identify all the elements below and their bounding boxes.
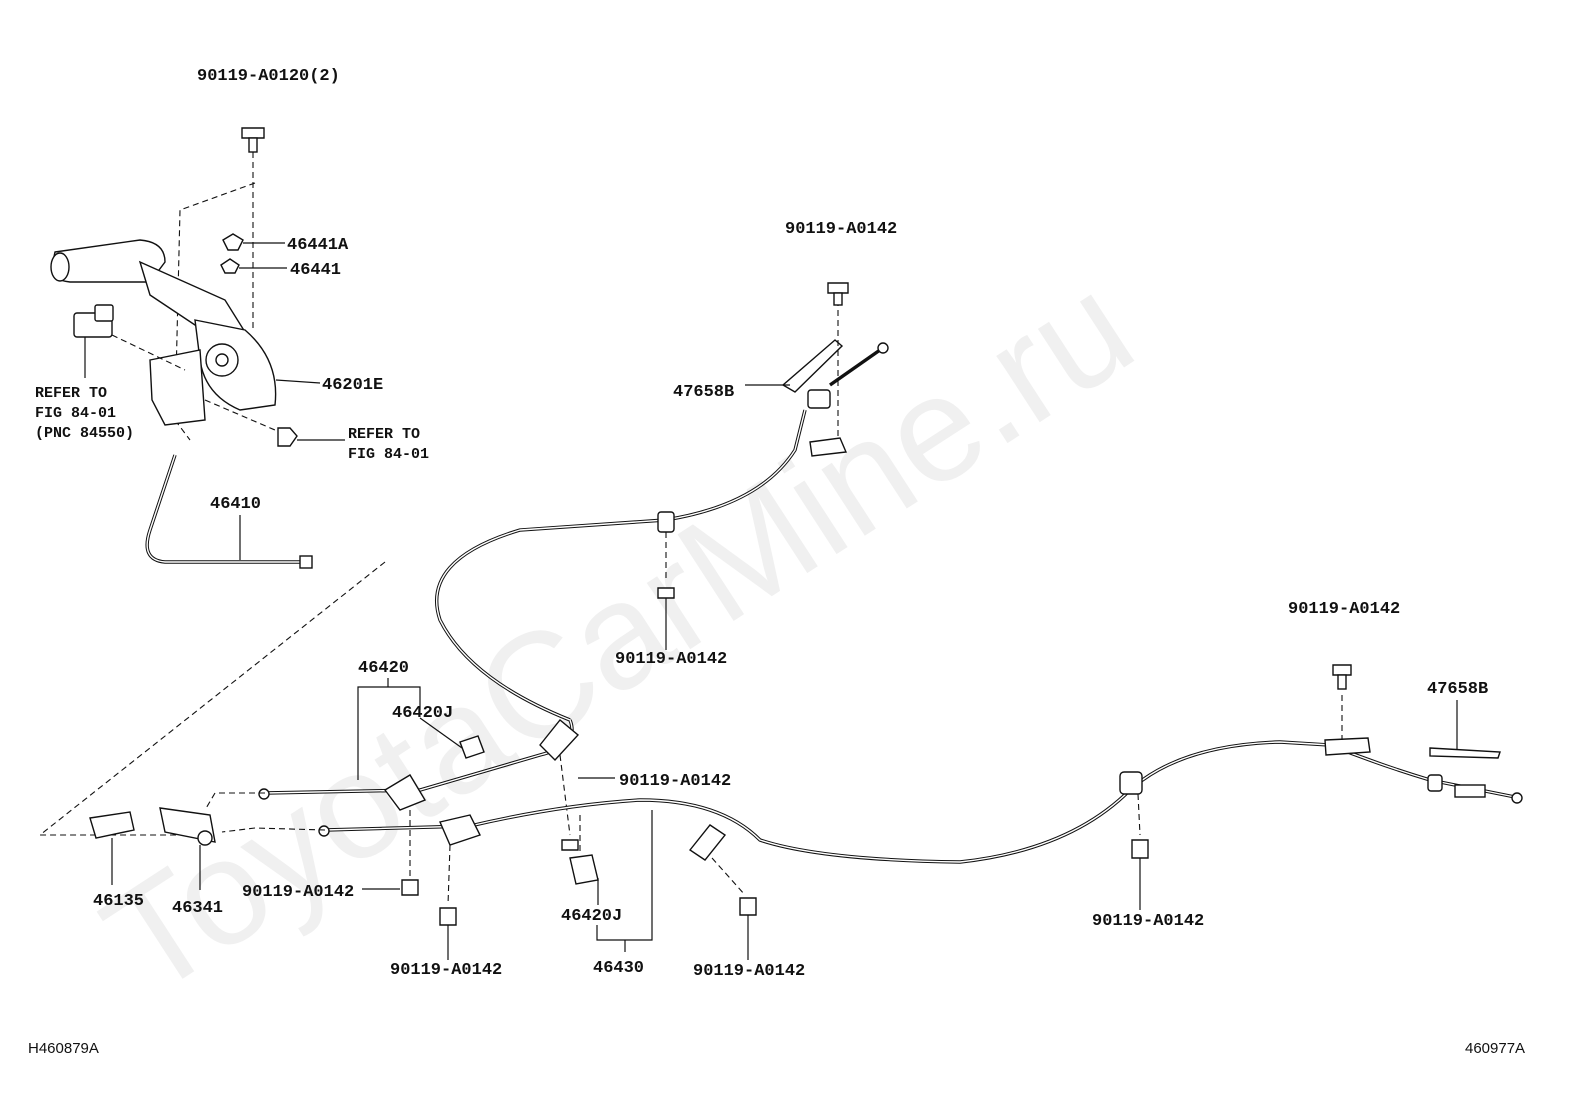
label-bolt-90119-a0120: 90119-A0120(2) [197, 67, 340, 86]
cable-46420-path [258, 282, 889, 896]
label-refer-left-line1: REFER TO [35, 385, 107, 402]
label-46135: 46135 [93, 892, 144, 911]
label-46420J-bottom: 46420J [561, 907, 622, 926]
label-47658B-right: 47658B [1427, 680, 1488, 699]
label-refer-right-line1: REFER TO [348, 426, 420, 443]
equalizer-parts [89, 792, 326, 890]
footer-right-code: 460977A [1465, 1040, 1525, 1057]
label-46420J-top: 46420J [392, 704, 453, 723]
label-refer-left-line2: FIG 84-01 [35, 405, 116, 422]
cable-46430-path [318, 664, 1523, 960]
label-bolt-90119-a0142-bottom-center: 90119-A0142 [693, 962, 805, 981]
label-46441A: 46441A [287, 236, 349, 255]
label-46420: 46420 [358, 659, 409, 678]
label-bolt-90119-a0142-bracket: 90119-A0142 [619, 772, 731, 791]
label-46430: 46430 [593, 959, 644, 978]
label-46441: 46441 [290, 261, 341, 280]
label-refer-right-line2: FIG 84-01 [348, 446, 429, 463]
label-46341: 46341 [172, 899, 223, 918]
label-46410: 46410 [210, 495, 261, 514]
label-46201E: 46201E [322, 376, 383, 395]
label-bolt-90119-a0142-right-bottom: 90119-A0142 [1092, 912, 1204, 931]
label-bolt-90119-a0142-bottom-center-left: 90119-A0142 [390, 961, 502, 980]
label-47658B-top: 47658B [673, 383, 734, 402]
label-bolt-90119-a0142-mid: 90119-A0142 [615, 650, 727, 669]
label-bolt-90119-a0142-top: 90119-A0142 [785, 220, 897, 239]
label-bolt-90119-a0142-bottom-left: 90119-A0142 [242, 883, 354, 902]
footer-left-code: H460879A [28, 1040, 99, 1057]
label-refer-left-line3: (PNC 84550) [35, 425, 134, 442]
parking-brake-lever-assembly [50, 127, 345, 569]
label-bolt-90119-a0142-right-top: 90119-A0142 [1288, 600, 1400, 619]
